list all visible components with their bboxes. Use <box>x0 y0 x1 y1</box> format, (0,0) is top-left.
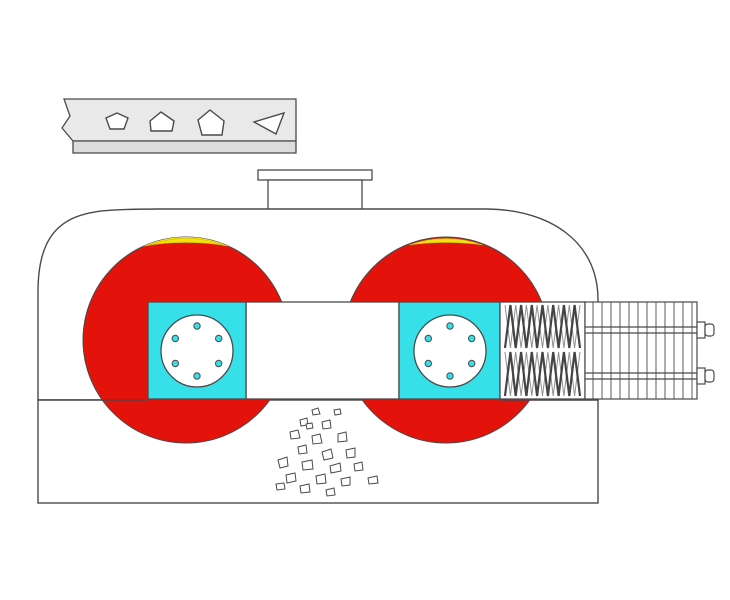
left-bolt <box>215 334 223 343</box>
upper-spring-back-coil <box>504 304 581 349</box>
crushed-particle <box>333 408 342 416</box>
shaft-frame-gap <box>245 301 400 400</box>
crushed-particle <box>277 456 289 469</box>
lower-tie-rod-end <box>704 369 715 383</box>
house-shape-icon <box>149 111 175 132</box>
crushed-particle <box>311 433 323 445</box>
right-bolt-ring <box>424 322 476 380</box>
tie-rod-frame <box>584 301 698 400</box>
right-bolt <box>446 372 454 380</box>
left-bolt <box>171 359 180 368</box>
upper-tie-rod-end <box>704 323 715 337</box>
right-bolt <box>446 322 454 330</box>
crushed-particle <box>285 472 297 484</box>
inlet-flange <box>257 169 373 181</box>
right-bolt <box>424 334 432 343</box>
triangle-icon <box>252 111 286 135</box>
feed-inlet <box>257 169 373 211</box>
compression-springs <box>503 304 582 397</box>
left-bolt <box>193 372 201 380</box>
right-bolt <box>468 334 476 343</box>
crushed-particle <box>289 429 301 440</box>
right-bolt <box>468 359 476 368</box>
lower-spring-coil <box>503 351 582 397</box>
crushed-particle <box>305 422 314 430</box>
inlet-neck <box>267 179 363 211</box>
lower-tie-rod <box>585 367 715 385</box>
crushed-particle <box>297 444 308 455</box>
left-bolt-ring <box>171 322 223 380</box>
crushed-particle <box>353 461 364 472</box>
pentagon-icon <box>105 112 129 130</box>
tie-rod-frame-grid <box>592 302 693 399</box>
crushed-particle <box>301 459 314 471</box>
plate-bottom-edge <box>72 140 297 154</box>
spring-assembly <box>499 301 715 400</box>
feed-sample-plate <box>61 98 297 154</box>
right-bearing-flange <box>413 314 487 388</box>
left-roller-material-layer-main <box>148 238 224 246</box>
left-bolt <box>215 359 223 368</box>
left-bolt <box>171 334 180 343</box>
upper-tie-rod-nut <box>696 321 706 339</box>
crushed-particle <box>367 475 379 485</box>
left-bearing-flange <box>160 314 234 388</box>
lower-spring-back-coil <box>504 351 581 397</box>
crushed-particle <box>299 483 311 494</box>
upper-tie-rod <box>585 321 715 339</box>
right-bolt <box>424 359 432 368</box>
crushed-particle <box>321 448 334 461</box>
crushed-particle <box>325 487 336 497</box>
upper-spring-coil <box>503 304 582 349</box>
crushed-particle <box>311 407 321 416</box>
crushed-particle <box>340 476 351 487</box>
crushed-particle <box>321 419 332 430</box>
crushed-particle <box>275 482 286 491</box>
right-roller-material-layer-main <box>408 238 484 246</box>
right-bearing-block <box>398 301 501 400</box>
crushed-particle <box>345 447 356 459</box>
crushed-particle <box>337 431 348 443</box>
lower-tie-rod-nut <box>696 367 706 385</box>
crushed-particle <box>329 462 342 474</box>
irregular-pentagon-icon <box>197 109 225 136</box>
left-bearing-block <box>147 301 247 400</box>
left-bolt <box>193 322 201 330</box>
crushed-particle <box>315 473 327 485</box>
crushed-product-particles <box>275 407 379 497</box>
